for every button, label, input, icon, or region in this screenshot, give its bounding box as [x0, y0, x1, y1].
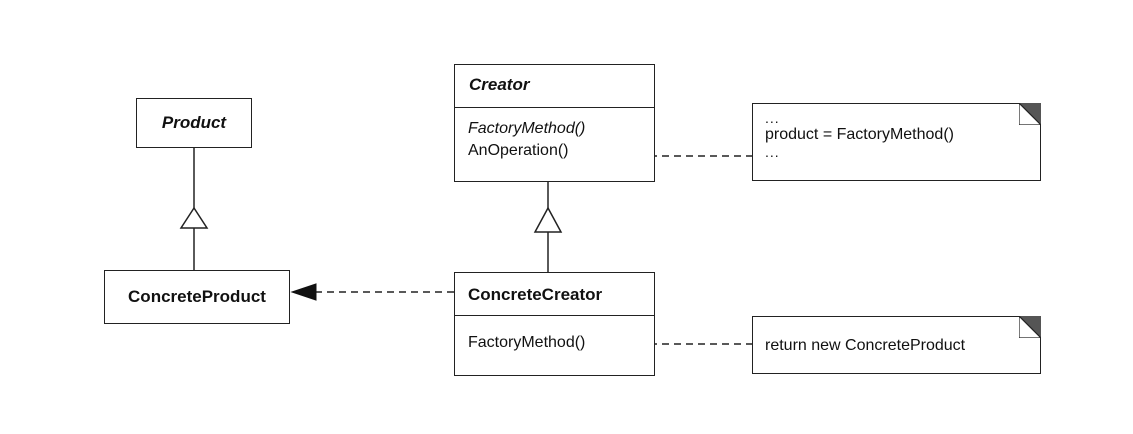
creator-class: Creator FactoryMethod() AnOperation(): [454, 64, 655, 182]
creator-operations: FactoryMethod() AnOperation(): [455, 107, 654, 162]
creator-generalization-arrowhead: [533, 206, 563, 233]
note-fold-corner-icon: [1019, 316, 1041, 338]
concrete-creator-operations: FactoryMethod(): [455, 315, 654, 354]
product-class-name: Product: [161, 113, 227, 132]
note-factory-method-code: return new ConcreteProduct: [765, 337, 966, 354]
creator-class-name: Creator: [469, 75, 530, 94]
concrete-creator-factory-method: FactoryMethod(): [468, 334, 586, 351]
note-factory-method: return new ConcreteProduct: [752, 316, 1041, 374]
creator-an-operation: AnOperation(): [468, 142, 569, 159]
note-an-operation: ... product = FactoryMethod() ...: [752, 103, 1041, 181]
product-generalization-arrowhead: [179, 206, 209, 229]
dependency-arrowhead-cap: [312, 286, 316, 298]
note-an-operation-ellipsis-bottom: ...: [765, 144, 780, 160]
note-fold-corner-icon: [1019, 103, 1041, 125]
product-class: Product: [136, 98, 252, 148]
note-an-operation-code: product = FactoryMethod(): [765, 126, 954, 143]
concrete-product-class-name: ConcreteProduct: [128, 287, 266, 306]
concrete-creator-class-name: ConcreteCreator: [468, 285, 603, 304]
concrete-product-class: ConcreteProduct: [104, 270, 290, 324]
creator-factory-method: FactoryMethod(): [468, 120, 586, 137]
note-an-operation-ellipsis-top: ...: [765, 110, 780, 126]
concrete-creator-class: ConcreteCreator FactoryMethod(): [454, 272, 655, 376]
